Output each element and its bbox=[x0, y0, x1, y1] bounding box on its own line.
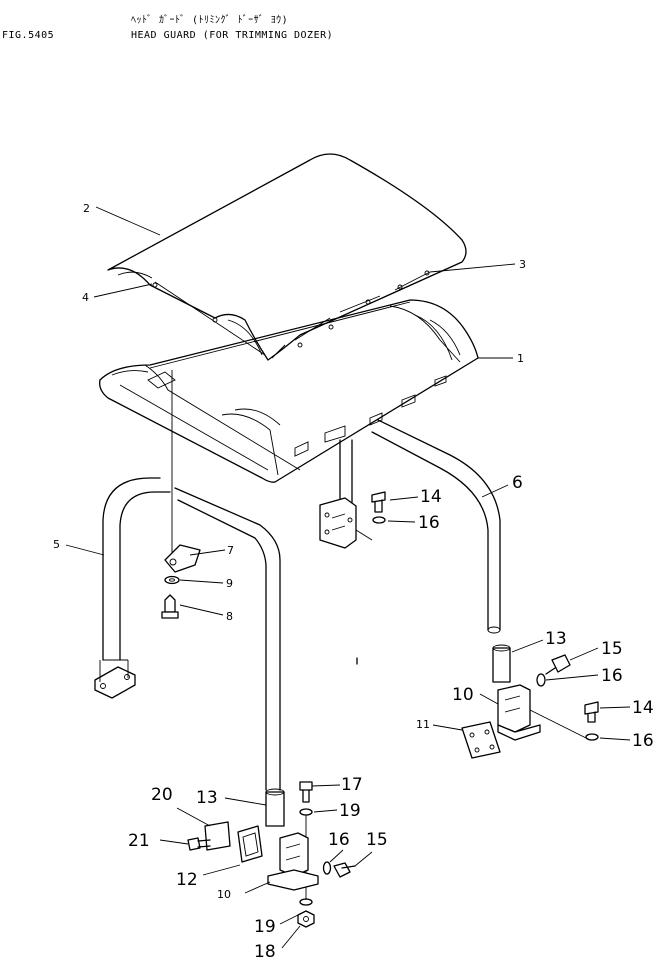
washer-part-16-lower bbox=[322, 861, 332, 875]
callout-7: 7 bbox=[227, 544, 234, 557]
callout-11: 11 bbox=[416, 718, 430, 731]
callout-15-lower: 15 bbox=[366, 830, 388, 850]
callout-20: 20 bbox=[151, 785, 173, 805]
bolt-part-8 bbox=[161, 594, 179, 619]
roof-frame bbox=[99, 299, 479, 483]
bolt-part-15-lower bbox=[333, 862, 356, 878]
callout-14-top: 14 bbox=[420, 487, 442, 507]
callout-16-top: 16 bbox=[418, 513, 440, 533]
callout-18: 18 bbox=[254, 942, 276, 962]
pipe-part-13-right bbox=[492, 644, 511, 683]
callout-3: 3 bbox=[519, 258, 526, 271]
callout-13-right: 13 bbox=[545, 629, 567, 649]
right-roll-bar bbox=[319, 419, 501, 634]
washer-part-16-top bbox=[372, 516, 386, 524]
callout-labels: 2 3 4 1 5 7 9 8 6 14 16 13 15 16 10 11 1… bbox=[53, 202, 654, 962]
title-japanese: ﾍｯﾄﾞ ｶﾞｰﾄﾞ (ﾄﾘﾐﾝｸﾞ ﾄﾞｰｻﾞ ﾖｳ) bbox=[131, 15, 289, 26]
pipe-part-13-lower bbox=[265, 788, 285, 827]
leader-lines bbox=[65, 206, 631, 949]
callout-10-right: 10 bbox=[452, 685, 474, 705]
washer-part-19-upper bbox=[299, 808, 313, 816]
callout-15-right: 15 bbox=[601, 639, 623, 659]
bolt-part-14-top bbox=[371, 491, 386, 513]
pad-part-12 bbox=[237, 825, 263, 863]
callout-10-lower: 10 bbox=[217, 888, 231, 901]
callout-9: 9 bbox=[226, 577, 233, 590]
cover-clips bbox=[152, 270, 431, 359]
bolt-part-14-right bbox=[584, 701, 599, 723]
callout-19-upper: 19 bbox=[339, 801, 361, 821]
callout-13-lower: 13 bbox=[196, 788, 218, 808]
callout-5: 5 bbox=[53, 538, 60, 551]
washer-part-19-lower bbox=[299, 898, 313, 906]
bracket-part-10-right bbox=[497, 684, 541, 741]
callout-6: 6 bbox=[512, 473, 523, 493]
title-english: HEAD GUARD (FOR TRIMMING DOZER) bbox=[131, 30, 334, 41]
left-roll-bar bbox=[94, 477, 281, 791]
callout-17: 17 bbox=[341, 775, 363, 795]
callout-19-lower: 19 bbox=[254, 917, 276, 937]
roof-cover-panel bbox=[107, 153, 467, 361]
bracket-part-7 bbox=[164, 544, 201, 573]
callout-21: 21 bbox=[128, 831, 150, 851]
plate-part-20 bbox=[204, 821, 231, 851]
callout-16-right: 16 bbox=[601, 666, 623, 686]
callout-1: 1 bbox=[517, 352, 524, 365]
washer-part-9 bbox=[164, 575, 180, 585]
callout-16-lower-right: 16 bbox=[632, 731, 654, 751]
callout-16-lower: 16 bbox=[328, 830, 350, 850]
nut-part-18 bbox=[297, 910, 315, 928]
callout-14-right: 14 bbox=[632, 698, 654, 718]
callout-2: 2 bbox=[83, 202, 90, 215]
bracket-part-10-lower bbox=[267, 832, 319, 891]
washer-part-16-lower-right bbox=[585, 733, 599, 741]
bolt-part-17 bbox=[299, 781, 313, 803]
bolt-part-15-right bbox=[545, 654, 571, 675]
figure-number: FIG.5405 bbox=[2, 30, 55, 41]
plate-part-11 bbox=[461, 721, 501, 759]
bolt-part-21 bbox=[187, 837, 211, 851]
callout-4: 4 bbox=[82, 291, 89, 304]
callout-8: 8 bbox=[226, 610, 233, 623]
bracket-line bbox=[529, 709, 591, 741]
washer-part-16-right bbox=[536, 673, 546, 687]
callout-12: 12 bbox=[176, 870, 198, 890]
